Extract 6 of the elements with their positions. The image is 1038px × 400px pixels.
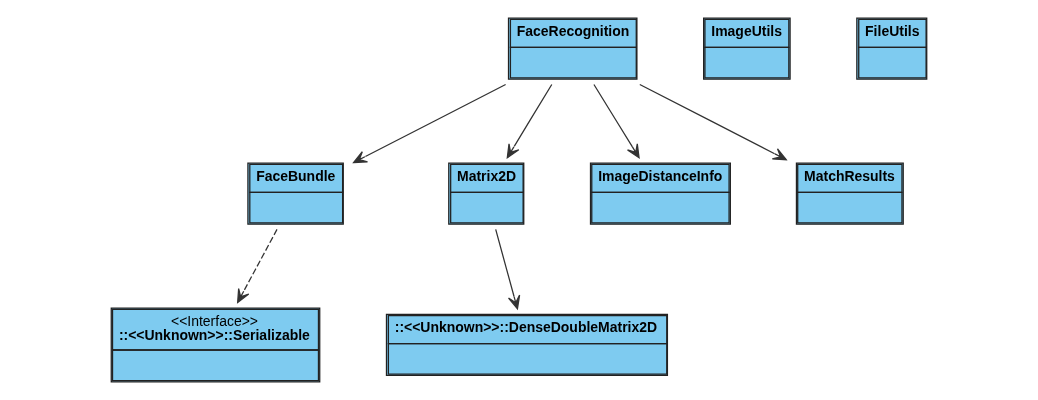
arrow: [593, 83, 640, 159]
arrow: [506, 83, 553, 159]
arrow: [639, 83, 787, 161]
arrow: [352, 83, 507, 164]
arrow: [237, 228, 278, 304]
arrow: [495, 228, 521, 310]
